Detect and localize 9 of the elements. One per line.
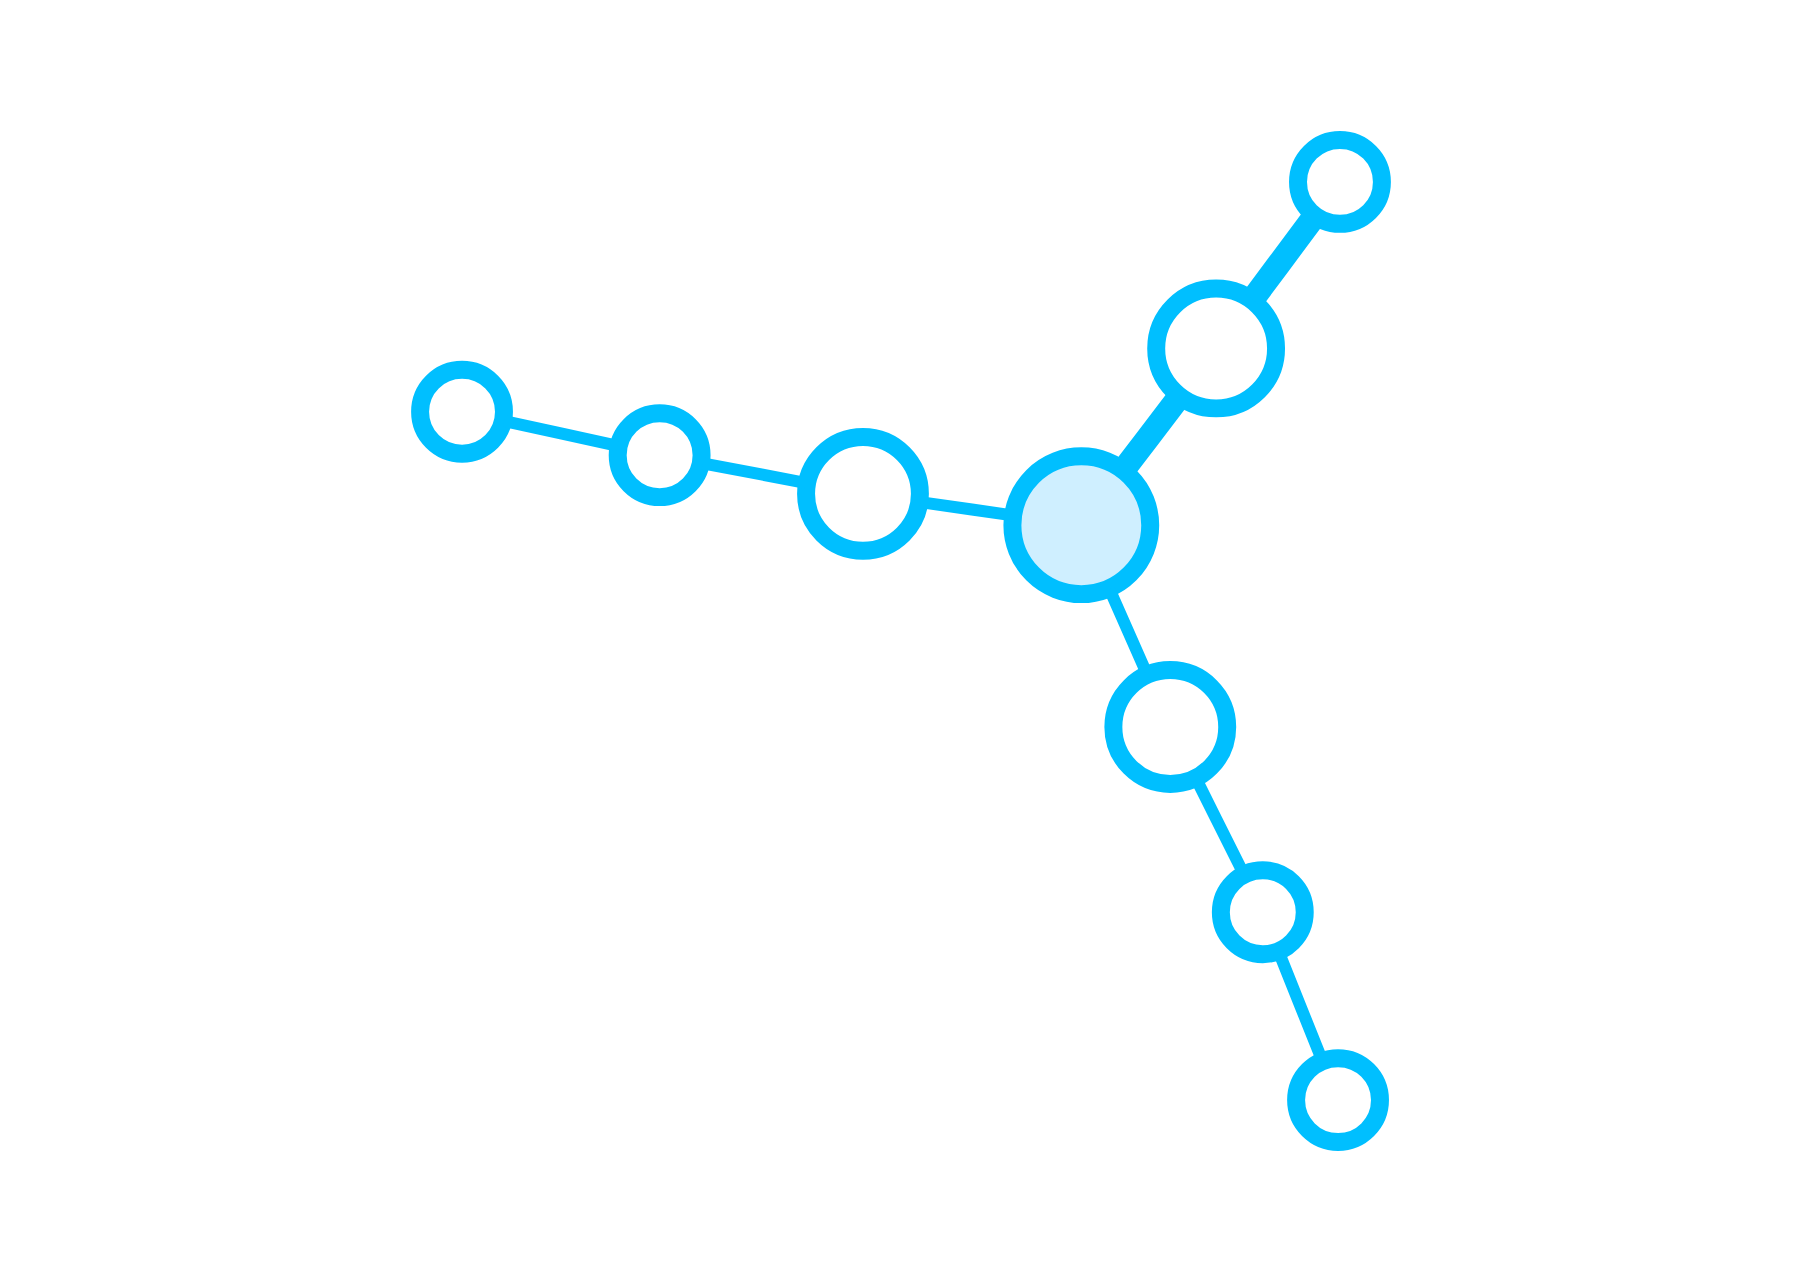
node-circle (607, 403, 710, 506)
node-circle (410, 359, 512, 462)
node-circle (1103, 660, 1236, 792)
node-circle (1002, 446, 1159, 603)
node-circle (1146, 278, 1284, 417)
node-circle (1210, 860, 1313, 963)
node-circle (796, 426, 928, 559)
node-circle (1288, 130, 1390, 232)
node-circle (1286, 1048, 1388, 1150)
